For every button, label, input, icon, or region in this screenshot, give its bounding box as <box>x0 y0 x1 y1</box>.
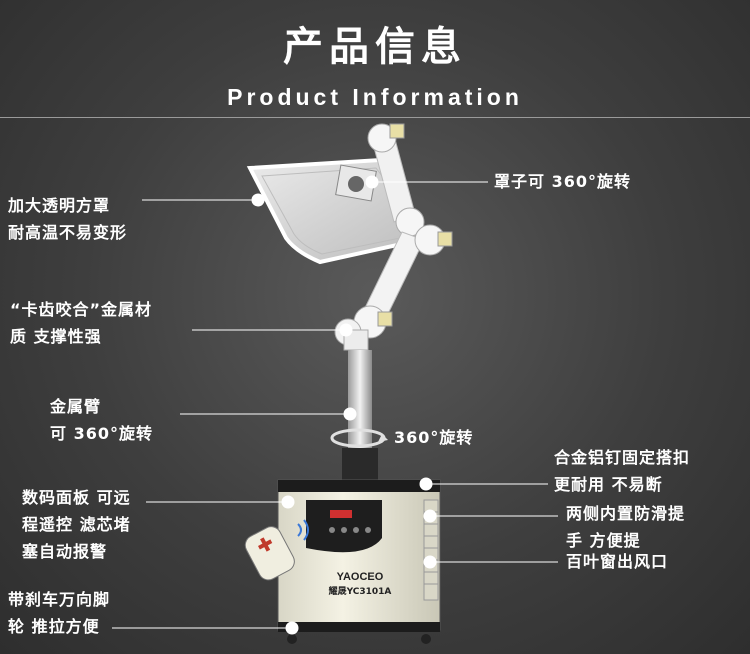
callout-wheels: 带刹车万向脚 轮 推拉方便 <box>8 590 111 636</box>
header-divider <box>0 117 750 118</box>
transparent-hood <box>246 157 423 265</box>
callout-handle: 两侧内置防滑提 手 方便提 <box>566 504 686 550</box>
callout-vent: 百叶窗出风口 <box>566 552 669 571</box>
callout-cover-rotate: 罩子可 360°旋转 <box>494 172 631 191</box>
metal-pole <box>348 350 372 450</box>
callout-arm: 金属臂 可 360°旋转 <box>50 397 153 443</box>
model-label: 耀晟YC3101A <box>329 585 392 597</box>
wireless-signal-icon <box>297 519 309 541</box>
digital-control-panel <box>306 500 382 553</box>
callout-base-rotate: 360°旋转 <box>394 428 474 447</box>
callout-leaders <box>112 175 558 635</box>
caster-wheel-icon <box>287 634 297 644</box>
remote-control-icon <box>244 526 295 581</box>
callout-joint: “卡齿咬合”金属材 质 支撑性强 <box>10 300 153 346</box>
side-vent-grille <box>423 499 439 601</box>
callout-hood: 加大透明方罩 耐高温不易变形 <box>8 196 128 242</box>
callout-rivet: 合金铝钉固定搭扣 更耐用 不易断 <box>554 448 691 494</box>
purifier-cabinet: YAOCEO 耀晟YC3101A <box>277 479 441 644</box>
brand-label: YAOCEO <box>337 571 384 583</box>
page-subtitle: Product Information <box>227 84 523 110</box>
callout-panel: 数码面板 可远 程遥控 滤芯堵 塞自动报警 <box>22 488 131 561</box>
caster-wheel-icon <box>421 634 431 644</box>
pole-base <box>342 448 378 480</box>
page-title: 产品信息 <box>283 24 467 70</box>
articulated-arm <box>334 123 453 351</box>
